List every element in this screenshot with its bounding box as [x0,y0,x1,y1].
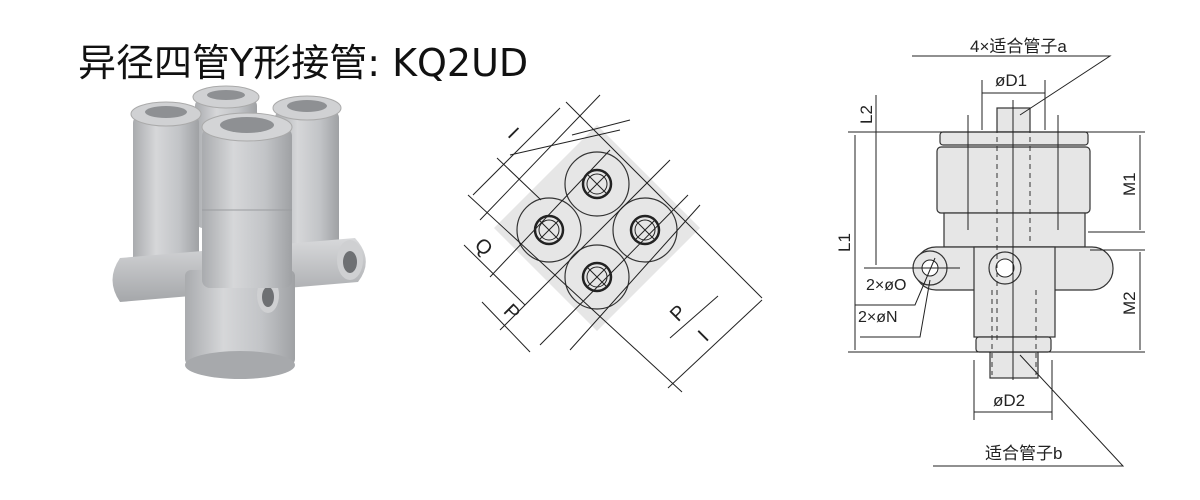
dim-L2: L2 [857,105,876,124]
dim-D2: øD2 [993,391,1025,410]
dim-M2: M2 [1120,291,1139,315]
product-photo [112,85,366,379]
tube-b-label: 适合管子b [985,444,1062,463]
dim-D1: øD1 [995,71,1027,90]
dim-N: 2×øN [858,309,898,326]
dim-P-left: P [499,300,524,325]
dim-L1: L1 [835,233,854,252]
dim-I-bottom: I [694,327,713,346]
page-title: 异径四管Y形接管: KQ2UD [78,41,529,85]
top-view-diagram: I Q P P I [463,94,763,393]
tube-a-label: 4×适合管子a [970,37,1067,56]
side-view-diagram: 4×适合管子a 适合管子b øD1 øD2 2×øO 2×øN L1 L2 M1… [835,37,1145,467]
dim-I-top: I [503,124,522,143]
dim-O: 2×øO [866,277,906,294]
dim-Q: Q [470,234,497,261]
dim-M1: M1 [1120,172,1139,196]
port-circles [516,151,678,310]
